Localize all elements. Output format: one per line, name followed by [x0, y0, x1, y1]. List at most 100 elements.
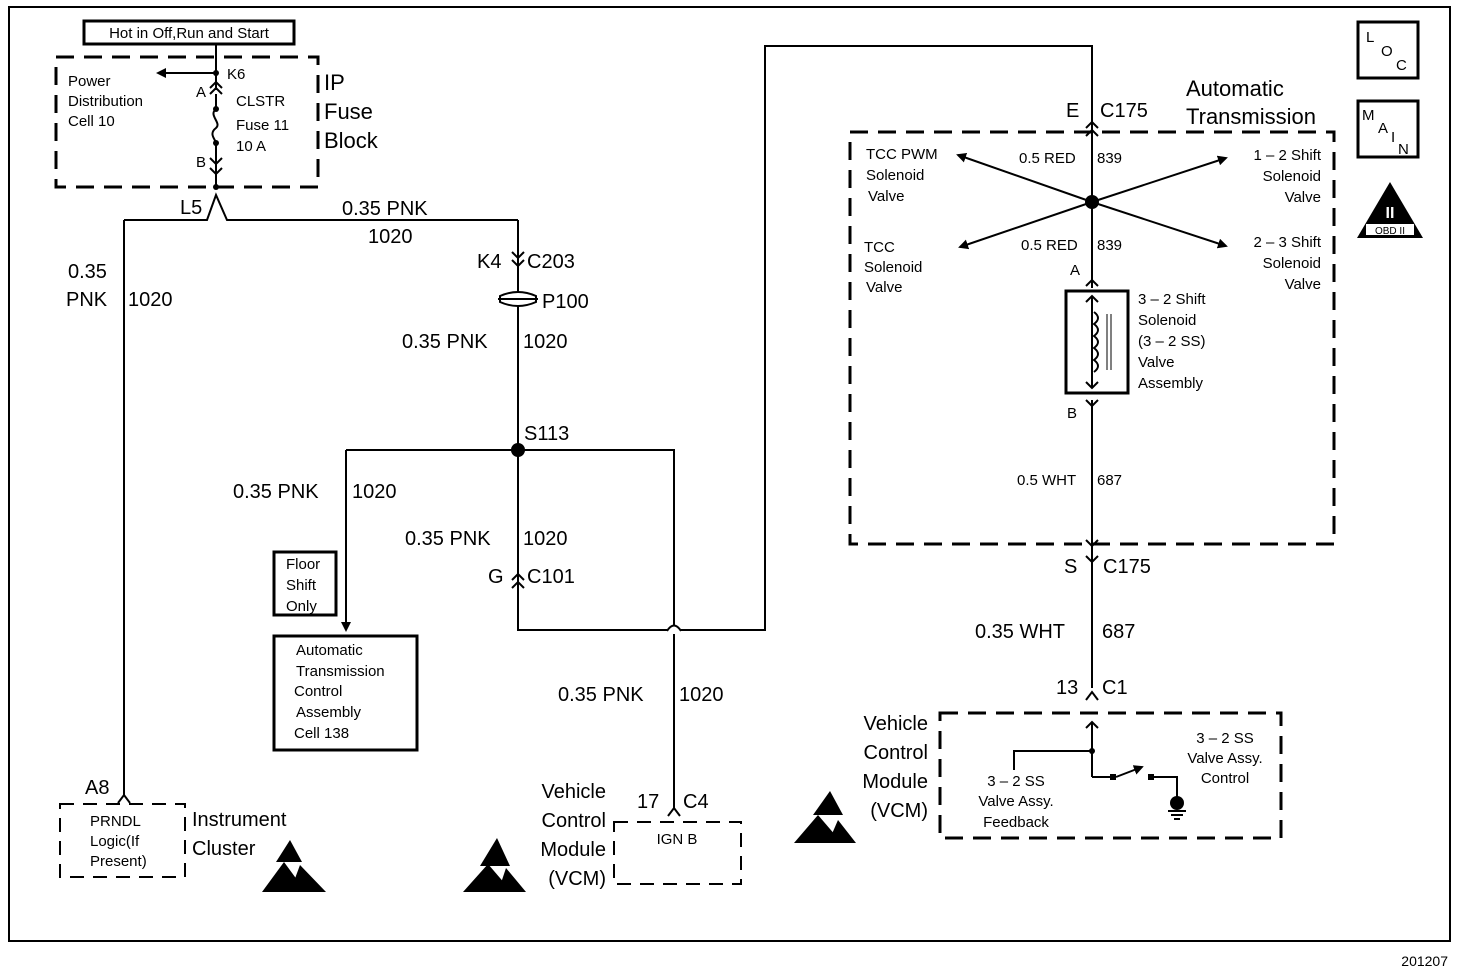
svg-text:O: O [1381, 43, 1393, 60]
atca-box[interactable]: Automatic Transmission Control Assembly … [272, 634, 419, 752]
svg-text:Module: Module [540, 839, 606, 861]
svg-text:S: S [1064, 556, 1077, 578]
p100-passthrough-icon [498, 291, 538, 307]
wire-left-1020[interactable]: 0.35 PNK 1020 A8 [66, 220, 173, 804]
svg-text:Automatic: Automatic [1186, 76, 1284, 101]
hot-in-label: Hot in Off,Run and Start [82, 19, 296, 46]
svg-text:C1: C1 [1102, 677, 1128, 699]
svg-text:G: G [488, 566, 504, 588]
esd-warning-icon [463, 838, 526, 892]
svg-text:Automatic: Automatic [296, 642, 363, 659]
instrument-cluster[interactable]: PRNDL Logic(If Present) Instrument Clust… [59, 803, 287, 878]
wire-vcm-circuit: 1020 [679, 684, 724, 706]
vcm-left[interactable]: 17 C4 IGN B Vehicle Control Module (VCM) [540, 781, 742, 890]
svg-text:Fuse 11: Fuse 11 [236, 117, 289, 134]
wire-c101-trans[interactable]: 0.35 PNK 1020 G C101 [405, 45, 1093, 631]
ip-fuse-block[interactable]: IP Fuse Block Power Distribution Cell 10… [54, 44, 379, 190]
svg-text:Cell 10: Cell 10 [68, 113, 115, 130]
vcm-right[interactable]: Vehicle Control Module (VCM) 3 – 2 SS Va… [862, 711, 1283, 840]
svg-text:Transmission: Transmission [1186, 104, 1316, 129]
svg-text:CLSTR: CLSTR [236, 93, 285, 110]
svg-text:M: M [1362, 107, 1375, 124]
wire-top-circuit: 1020 [368, 226, 413, 248]
svg-text:C175: C175 [1103, 556, 1151, 578]
svg-text:687: 687 [1102, 621, 1135, 643]
svg-text:0.35 PNK: 0.35 PNK [233, 481, 319, 503]
svg-text:3 – 2 Shift: 3 – 2 Shift [1138, 291, 1206, 308]
svg-text:II: II [1386, 205, 1395, 222]
svg-text:0.35: 0.35 [68, 261, 107, 283]
svg-text:Control: Control [542, 810, 606, 832]
esd-warning-icon [794, 791, 856, 843]
svg-text:Only: Only [286, 598, 317, 615]
svg-text:2 – 3 Shift: 2 – 3 Shift [1253, 234, 1321, 251]
svg-text:I: I [1391, 129, 1395, 146]
svg-text:0.35 WHT: 0.35 WHT [975, 621, 1065, 643]
svg-text:PRNDL: PRNDL [90, 813, 141, 830]
outer-frame [8, 6, 1451, 942]
svg-text:(VCM): (VCM) [870, 800, 928, 822]
svg-text:0.5 WHT: 0.5 WHT [1017, 472, 1076, 489]
svg-text:IGN B: IGN B [657, 831, 698, 848]
svg-text:OBD II: OBD II [1375, 226, 1405, 237]
svg-text:PNK: PNK [66, 289, 108, 311]
main-badge[interactable]: M A I N [1356, 99, 1420, 159]
svg-text:C: C [1396, 57, 1407, 74]
svg-text:0.5 RED: 0.5 RED [1021, 237, 1078, 254]
obd-ii-icon: II OBD II [1357, 182, 1423, 238]
s113-splice[interactable]: S113 [346, 423, 682, 808]
svg-text:3 – 2 SS: 3 – 2 SS [987, 773, 1045, 790]
svg-text:P100: P100 [542, 291, 589, 313]
svg-text:N: N [1398, 141, 1409, 158]
figure-id: 201207 [1401, 953, 1448, 969]
svg-text:(3 – 2 SS): (3 – 2 SS) [1138, 333, 1206, 350]
shift-32-solenoid[interactable]: 3 – 2 Shift Solenoid (3 – 2 SS) Valve As… [1064, 289, 1206, 422]
svg-text:C4: C4 [683, 791, 709, 813]
svg-text:17: 17 [637, 791, 659, 813]
svg-text:Distribution: Distribution [68, 93, 143, 110]
svg-text:Vehicle: Vehicle [864, 713, 929, 735]
svg-text:S113: S113 [524, 423, 569, 445]
svg-text:Cluster: Cluster [192, 838, 256, 860]
svg-text:Control: Control [864, 742, 928, 764]
svg-text:Valve Assy.: Valve Assy. [978, 793, 1053, 810]
svg-text:Solenoid: Solenoid [864, 259, 922, 276]
loc-badge[interactable]: L O C [1356, 20, 1420, 80]
svg-text:Solenoid: Solenoid [1263, 255, 1321, 272]
ground-icon [1168, 796, 1186, 820]
svg-text:1020: 1020 [523, 331, 568, 353]
svg-text:Solenoid: Solenoid [1138, 312, 1196, 329]
svg-text:Present): Present) [90, 853, 147, 870]
svg-text:B: B [196, 154, 206, 171]
svg-text:TCC PWM: TCC PWM [866, 146, 938, 163]
svg-text:Control: Control [294, 683, 342, 700]
svg-text:Fuse: Fuse [324, 99, 373, 124]
svg-text:Assembly: Assembly [296, 704, 362, 721]
svg-text:Valve: Valve [1285, 189, 1321, 206]
svg-text:K4: K4 [477, 251, 501, 273]
svg-text:0.35 PNK: 0.35 PNK [405, 528, 491, 550]
svg-text:687: 687 [1097, 472, 1122, 489]
svg-text:Instrument: Instrument [192, 809, 287, 831]
svg-text:Cell 138: Cell 138 [294, 725, 349, 742]
svg-text:Valve: Valve [1285, 276, 1321, 293]
svg-text:L5: L5 [180, 197, 202, 219]
svg-text:B: B [1067, 405, 1077, 422]
svg-text:Valve: Valve [1138, 354, 1174, 371]
svg-text:1020: 1020 [352, 481, 397, 503]
svg-text:Transmission: Transmission [296, 663, 385, 680]
svg-text:Shift: Shift [286, 577, 317, 594]
esd-warning-icon [262, 840, 326, 892]
wire-c203-s113[interactable]: K4 C203 P100 0.35 PNK 1020 [402, 220, 589, 450]
svg-text:Hot in Off,Run and Start: Hot in Off,Run and Start [109, 25, 270, 42]
svg-text:Solenoid: Solenoid [1263, 168, 1321, 185]
wire-vcm-gauge: 0.35 PNK [558, 684, 644, 706]
svg-text:0.35 PNK: 0.35 PNK [402, 331, 488, 353]
svg-text:E: E [1066, 100, 1079, 122]
svg-text:K6: K6 [227, 66, 245, 83]
wire-atca[interactable]: 0.35 PNK 1020 [233, 450, 397, 632]
wire-wht-687[interactable]: 0.5 WHT 687 S C175 0.35 WHT 687 13 C1 [975, 400, 1151, 701]
floor-shift-note: Floor Shift Only [272, 550, 338, 617]
svg-text:Valve: Valve [868, 188, 904, 205]
svg-text:(VCM): (VCM) [548, 868, 606, 890]
